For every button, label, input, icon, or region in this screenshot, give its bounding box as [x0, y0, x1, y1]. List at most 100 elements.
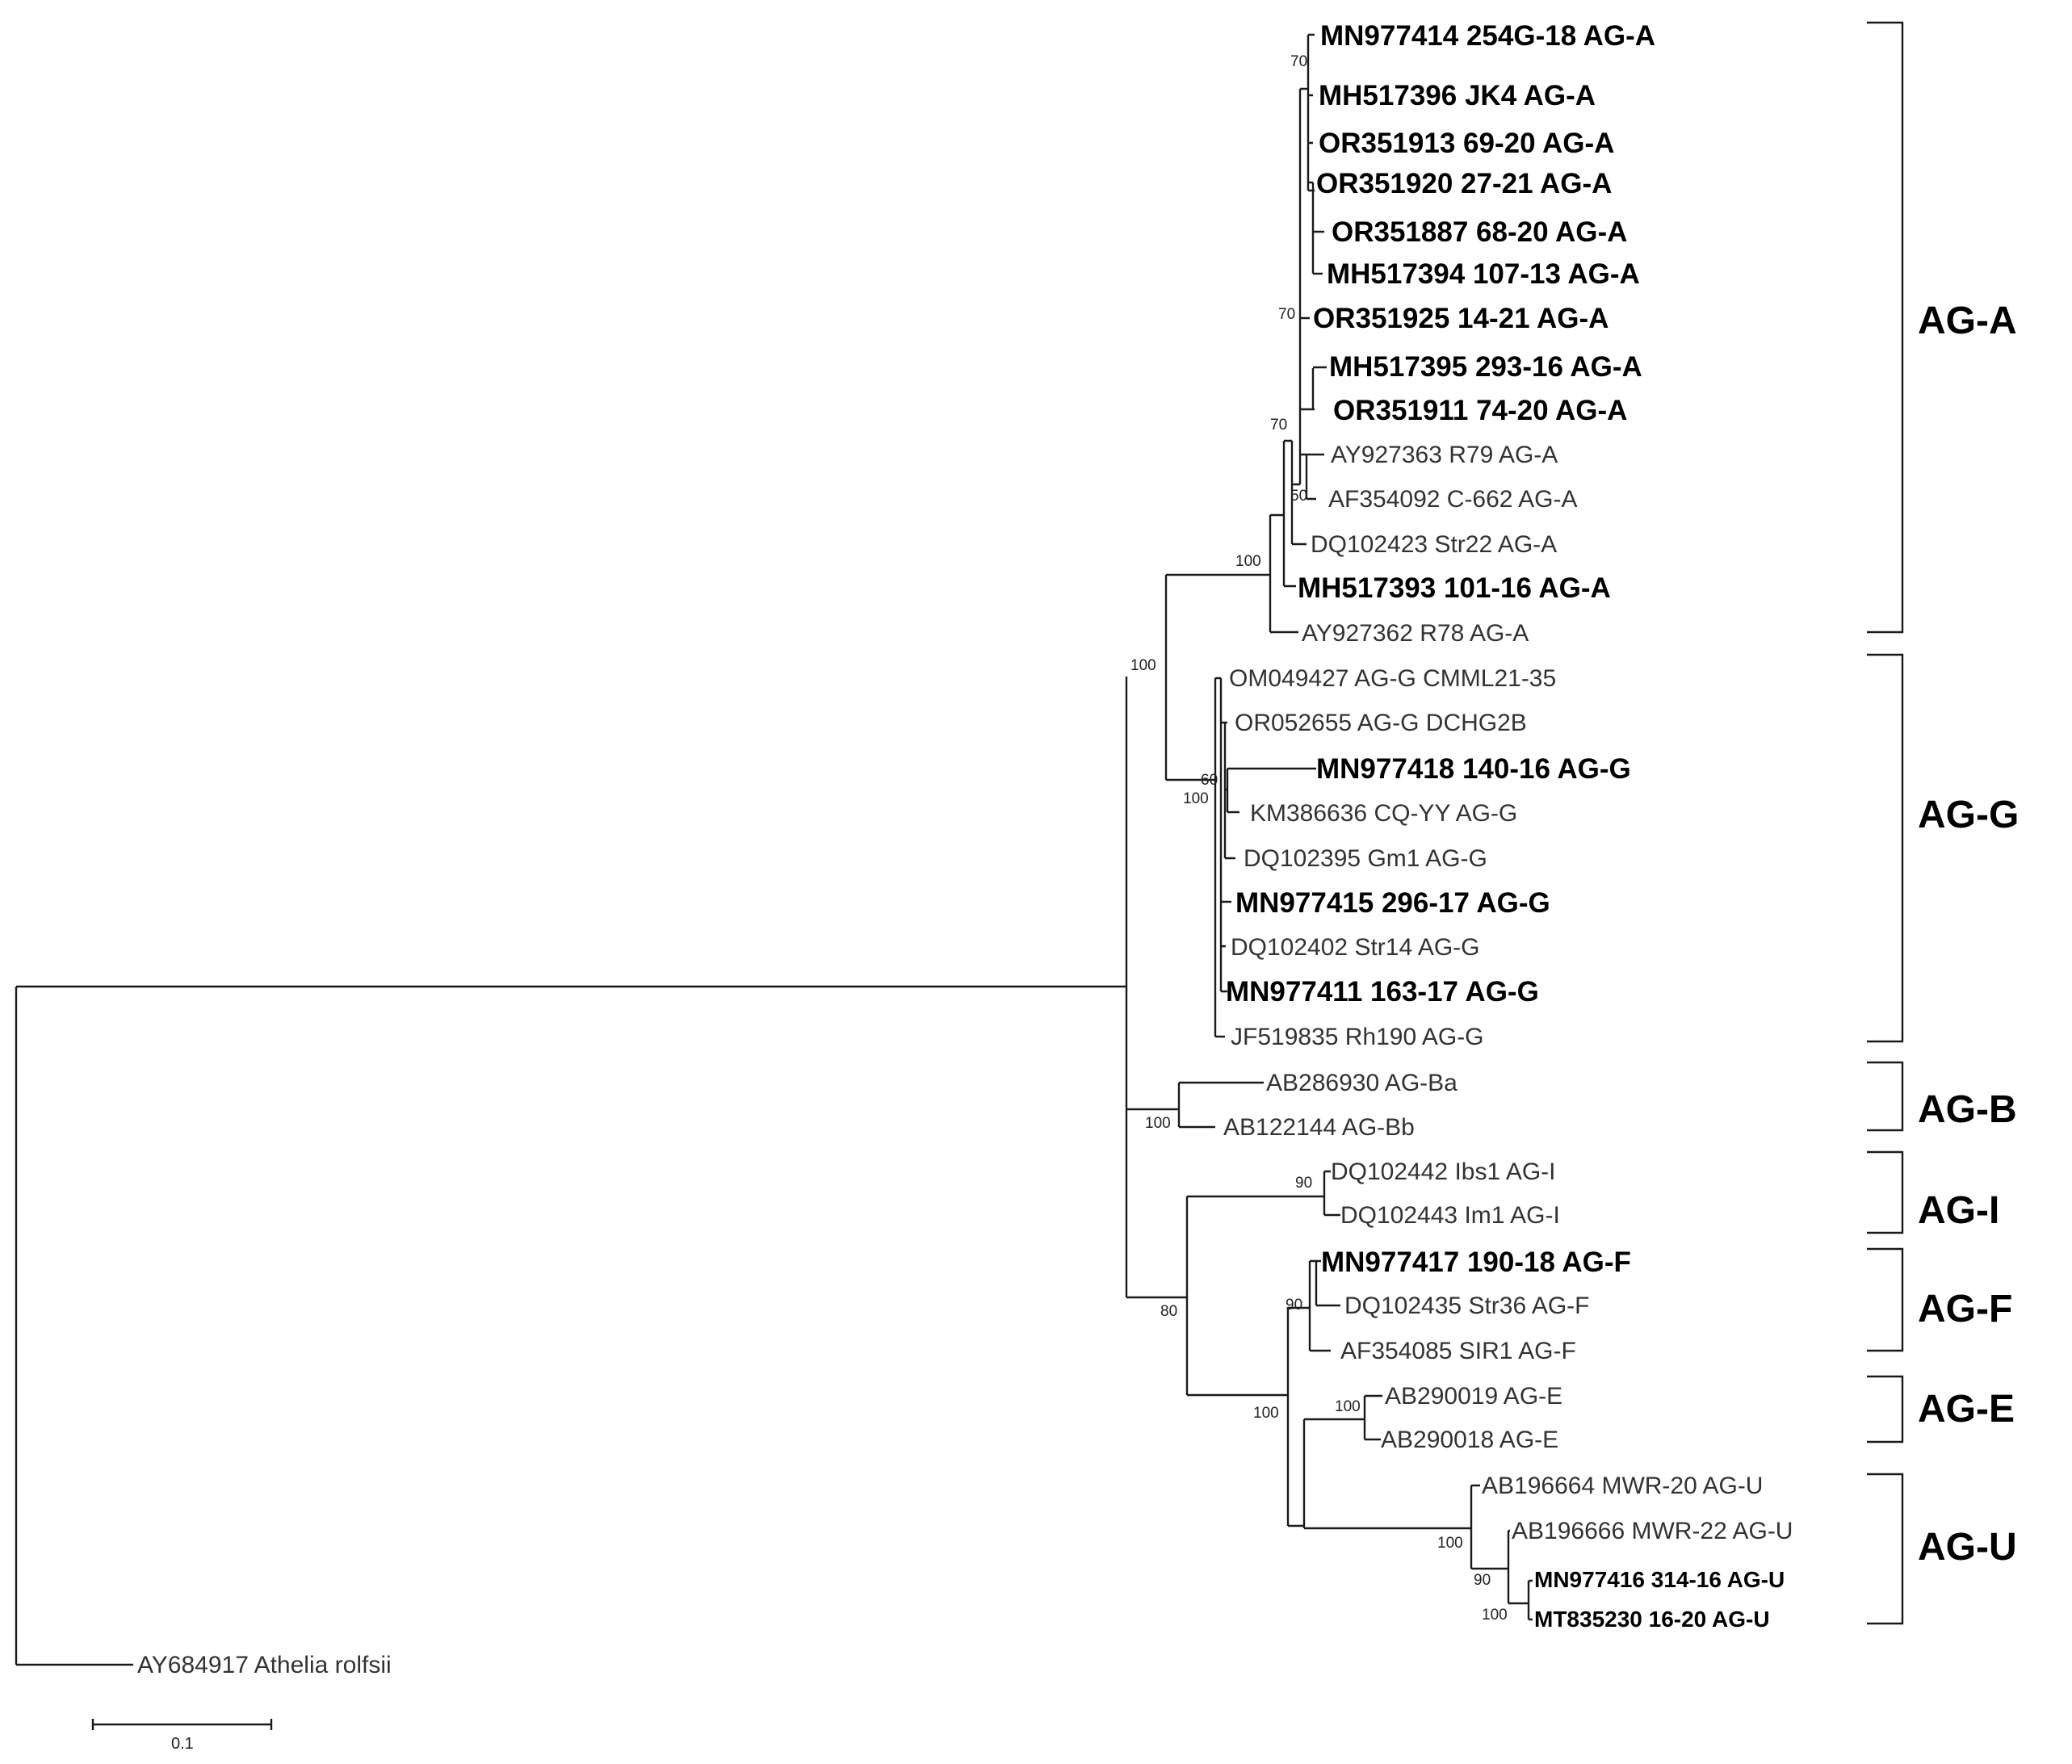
taxon-label: MN977415 296-17 AG-G	[1235, 887, 1550, 919]
group-brackets	[1867, 21, 1904, 1625]
branch-aga-70c	[1307, 33, 1315, 192]
branch-agb	[1177, 1081, 1264, 1129]
taxon-label: DQ102395 Gm1 AG-G	[1244, 845, 1487, 872]
taxon-label: AY927362 R78 AG-A	[1302, 620, 1529, 647]
branch-agf	[1308, 1259, 1331, 1352]
bracket-ag-u	[1867, 1473, 1904, 1625]
taxon-label: DQ102443 Im1 AG-I	[1340, 1202, 1560, 1229]
branch-aga-agg	[1164, 573, 1270, 781]
branch-agg-inner	[1219, 678, 1231, 993]
taxon-label: AY927363 R79 AG-A	[1331, 442, 1558, 468]
bootstrap-value: 50	[1290, 488, 1307, 505]
branch-agu-pair	[1527, 1579, 1533, 1621]
taxon-label: MN977414 254G-18 AG-A	[1320, 20, 1655, 52]
branch-aga-70a	[1284, 439, 1307, 546]
scale-bar: 0.1	[91, 1719, 273, 1753]
taxon-label: MH517396 JK4 AG-A	[1319, 80, 1596, 111]
taxon-label: AB196664 MWR-20 AG-U	[1482, 1473, 1763, 1499]
bootstrap-value: 100	[1437, 1535, 1463, 1552]
taxon-label: DQ102435 Str36 AG-F	[1344, 1293, 1590, 1319]
group-label-ag-u: AG-U	[1918, 1526, 2017, 1569]
taxa-labels: MN977414 254G-18 AG-A MH517396 JK4 AG-A …	[137, 20, 1793, 1678]
branch-agf-90	[1315, 1259, 1340, 1307]
branch-root	[15, 985, 1126, 1666]
taxon-label: AF354085 SIR1 AG-F	[1340, 1338, 1576, 1364]
bootstrap-value: 90	[1295, 1175, 1312, 1192]
group-label-ag-b: AG-B	[1918, 1088, 2017, 1131]
branch-agu	[1470, 1484, 1508, 1570]
bracket-ag-e	[1867, 1375, 1904, 1443]
branch-aga-70c-sub	[1311, 182, 1327, 409]
bootstrap-value: 100	[1183, 790, 1209, 807]
branch-agf-e-u	[1286, 1306, 1310, 1527]
bootstrap-values: 70 70 70 50 100 100 60 100 100 90 80 90 …	[1130, 53, 1508, 1624]
bootstrap-value: 70	[1278, 306, 1295, 323]
bootstrap-value: 80	[1160, 1303, 1177, 1320]
branch-aga-clade	[1269, 513, 1298, 634]
taxon-label: AB122144 AG-Bb	[1223, 1114, 1415, 1141]
taxon-label: OM049427 AG-G CMML21-35	[1229, 665, 1556, 692]
taxon-label: MN977416 314-16 AG-U	[1534, 1567, 1785, 1592]
branch-aga-inner	[1282, 441, 1296, 588]
group-label-ag-a: AG-A	[1918, 300, 2017, 342]
bootstrap-value: 100	[1145, 1115, 1171, 1132]
branch-aga-50	[1300, 453, 1324, 501]
taxon-label: AB290018 AG-E	[1381, 1427, 1558, 1453]
branch-agg-60	[1225, 767, 1316, 814]
bracket-ag-g	[1867, 653, 1904, 1043]
bootstrap-value: 70	[1290, 53, 1307, 70]
taxon-label: AB196666 MWR-22 AG-U	[1512, 1518, 1793, 1544]
taxon-label: OR351911 74-20 AG-A	[1333, 395, 1627, 426]
branch-ingroup	[1125, 677, 1187, 1299]
bracket-ag-b	[1867, 1061, 1904, 1132]
taxon-label: OR351887 68-20 AG-A	[1332, 216, 1627, 248]
bracket-ag-f	[1867, 1247, 1904, 1352]
group-label-ag-i: AG-I	[1918, 1189, 1999, 1232]
branch-aga-70b	[1292, 87, 1315, 486]
taxon-label: MN977411 163-17 AG-G	[1226, 976, 1539, 1008]
taxon-label: OR351913 69-20 AG-A	[1319, 128, 1614, 159]
taxon-label: KM386636 CQ-YY AG-G	[1250, 800, 1517, 827]
bootstrap-value: 90	[1474, 1572, 1491, 1589]
taxon-label: OR351925 14-21 AG-A	[1313, 303, 1609, 334]
bootstrap-value: 100	[1482, 1607, 1508, 1624]
tree-branches	[15, 33, 1533, 1666]
taxon-label: DQ102402 Str14 AG-G	[1231, 934, 1480, 961]
group-label-ag-f: AG-F	[1918, 1288, 2012, 1330]
taxon-label: AF354092 C-662 AG-A	[1328, 486, 1578, 513]
taxon-label: OR052655 AG-G DCHG2B	[1235, 710, 1527, 736]
taxon-label: JF519835 Rh190 AG-G	[1231, 1024, 1484, 1050]
group-label-ag-g: AG-G	[1918, 794, 2019, 836]
branch-agu-inner	[1507, 1529, 1529, 1605]
taxon-label: DQ102423 Str22 AG-A	[1311, 531, 1557, 558]
group-labels: AG-A AG-G AG-B AG-I AG-F AG-E AG-U	[1918, 300, 2019, 1569]
branch-age-u	[1302, 1418, 1471, 1530]
group-label-ag-e: AG-E	[1918, 1388, 2015, 1431]
taxon-label: MN977417 190-18 AG-F	[1321, 1247, 1631, 1278]
scale-bar-line	[91, 1719, 273, 1730]
branch-agi	[1323, 1170, 1340, 1217]
taxon-label: OR351920 27-21 AG-A	[1316, 168, 1612, 199]
bootstrap-value: 100	[1335, 1398, 1361, 1415]
taxon-label: DQ102442 Ibs1 AG-I	[1331, 1159, 1556, 1185]
taxon-label: AY684917 Athelia rolfsii	[137, 1652, 392, 1678]
taxon-label: MH517393 101-16 AG-A	[1298, 572, 1611, 604]
bootstrap-value: 60	[1201, 772, 1218, 789]
bootstrap-value: 100	[1130, 657, 1156, 674]
branch-agi-f-e-u	[1185, 1195, 1324, 1397]
scale-bar-label: 0.1	[171, 1735, 194, 1753]
taxon-label: MH517394 107-13 AG-A	[1327, 258, 1640, 290]
bootstrap-value: 100	[1235, 553, 1261, 570]
branch-age	[1363, 1394, 1382, 1441]
taxon-label: MH517395 293-16 AG-A	[1329, 351, 1642, 383]
bootstrap-value: 100	[1253, 1405, 1279, 1422]
taxon-label: MT835230 16-20 AG-U	[1534, 1607, 1770, 1632]
bootstrap-value: 70	[1270, 417, 1287, 434]
bracket-ag-i	[1867, 1150, 1904, 1234]
taxon-label: MN977418 140-16 AG-G	[1316, 753, 1631, 785]
bracket-ag-a	[1867, 21, 1904, 634]
taxon-label: AB290019 AG-E	[1385, 1383, 1562, 1410]
taxon-label: AB286930 AG-Ba	[1266, 1070, 1458, 1096]
branch-agg-100	[1223, 723, 1235, 860]
